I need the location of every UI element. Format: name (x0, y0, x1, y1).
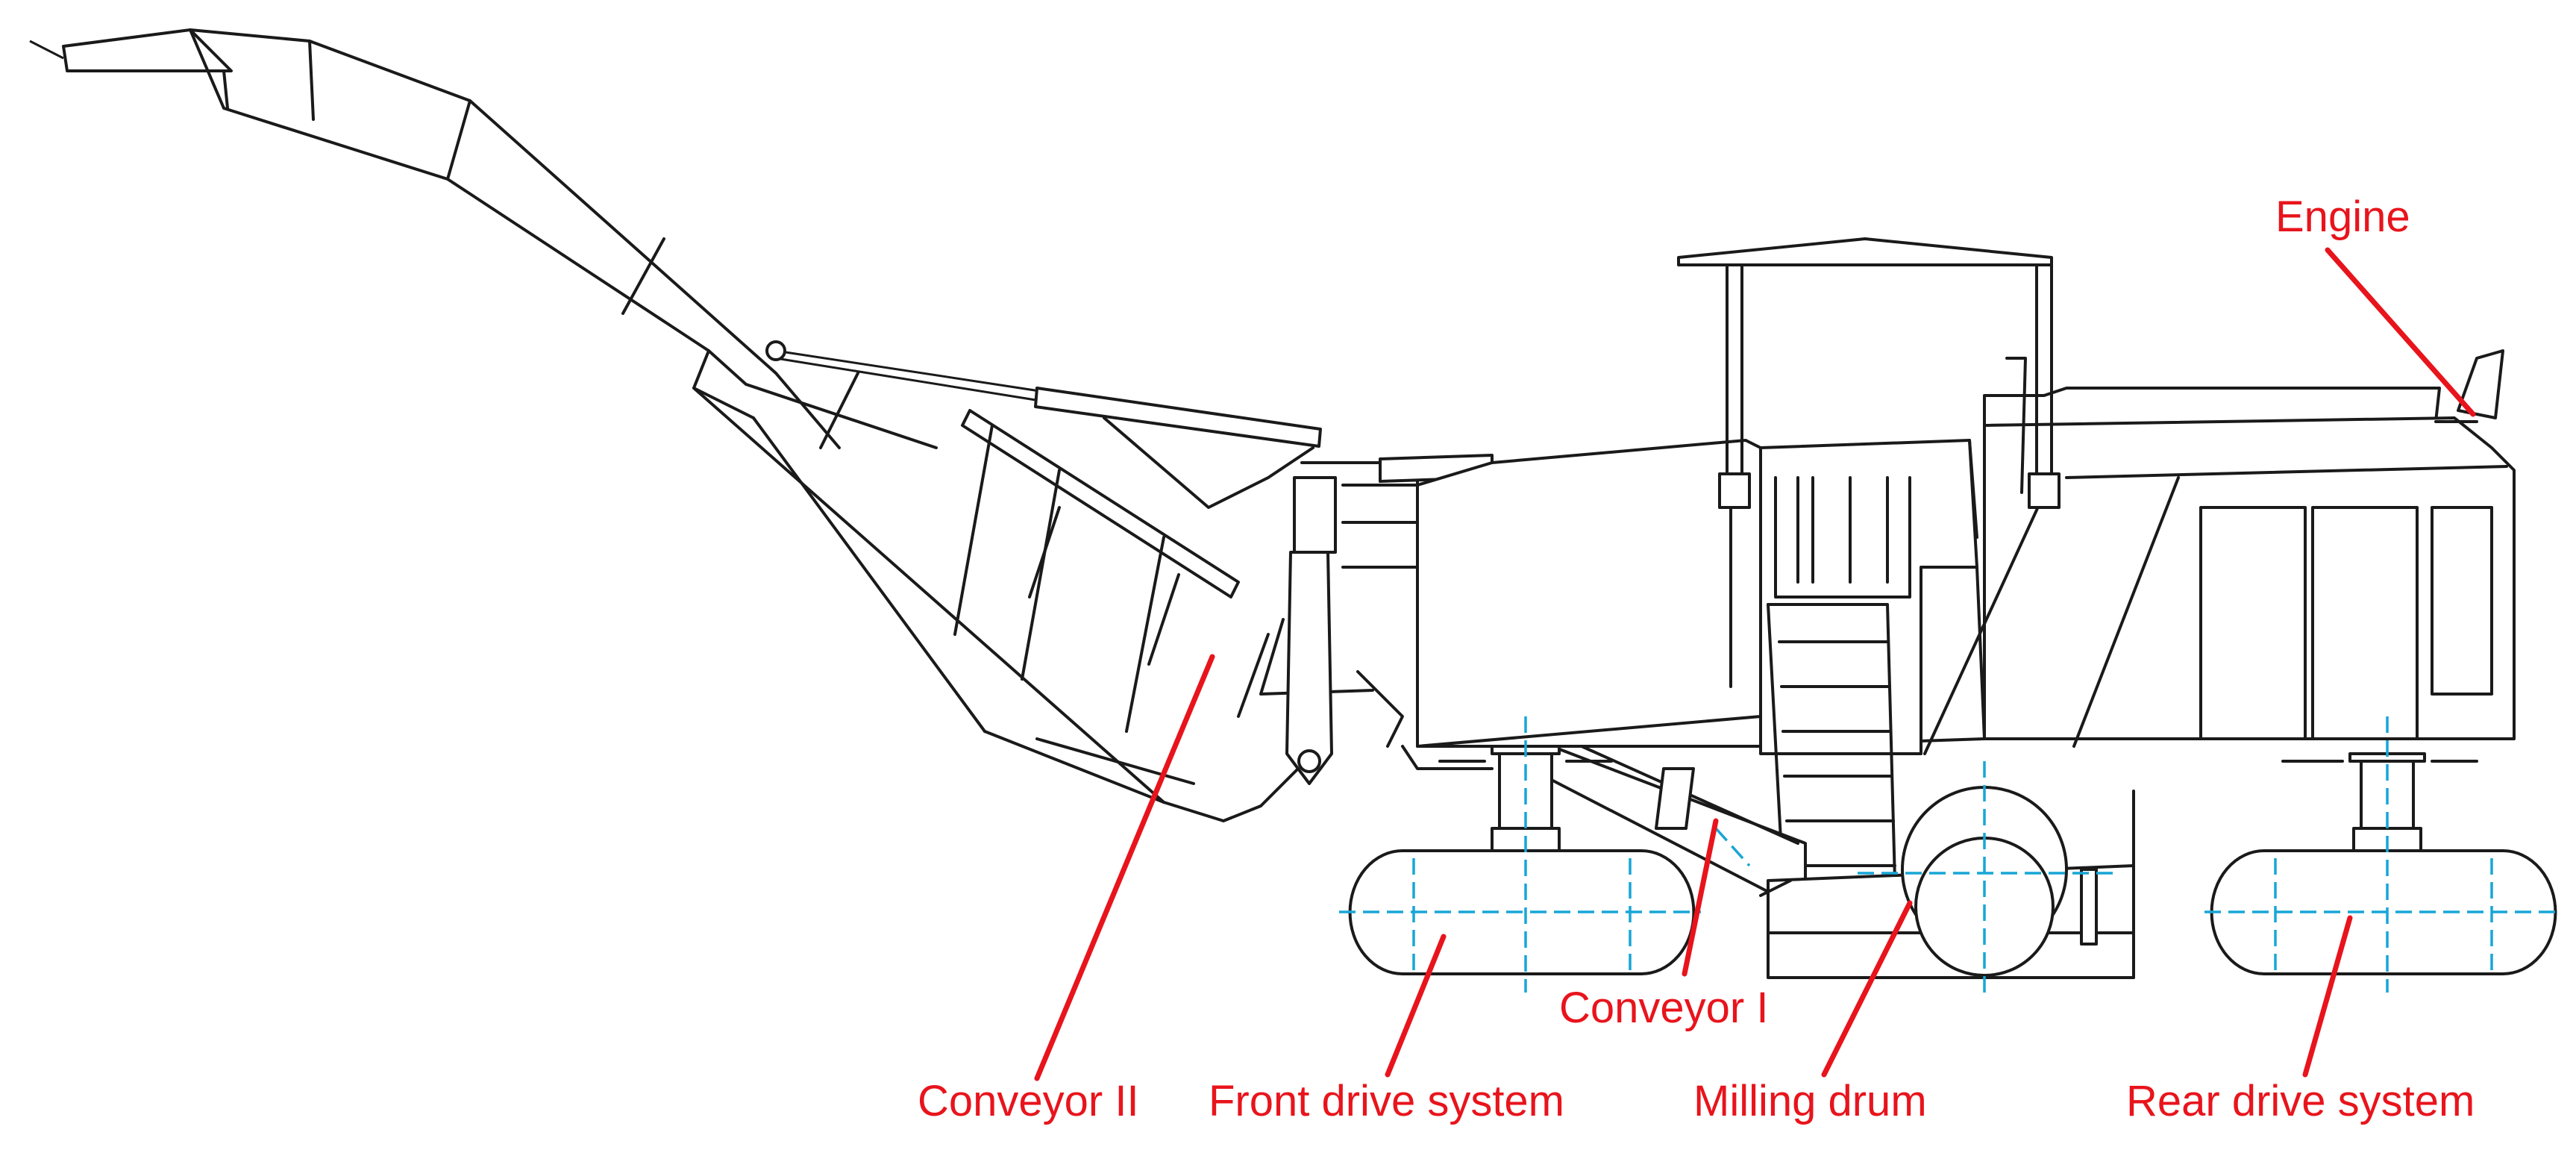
leader-rear-drive (2302, 915, 2353, 1078)
label-front-drive: Front drive system (1209, 1077, 1564, 1125)
rear-drive-system-drawing (2204, 716, 2559, 993)
label-rear-drive: Rear drive system (2126, 1077, 2475, 1125)
labels: Engine Conveyor II Front drive system Co… (918, 193, 2475, 1125)
label-conveyor-1: Conveyor I (1559, 984, 1768, 1032)
conveyor-2-drawing (29, 28, 1404, 822)
label-milling-drum: Milling drum (1693, 1077, 1927, 1125)
machine-body (1401, 349, 2516, 770)
lift-cylinder (1285, 454, 1494, 785)
leader-conveyor-1 (1682, 818, 1719, 977)
leader-engine (2325, 247, 2476, 417)
access-stairs (1767, 476, 1911, 882)
leader-conveyor-2 (1034, 654, 1215, 1081)
leader-lines (1034, 247, 2476, 1081)
front-drive-system-drawing (1339, 716, 1701, 993)
label-conveyor-2: Conveyor II (918, 1077, 1139, 1125)
milling-drum-drawing (1759, 761, 2135, 993)
leader-front-drive (1385, 934, 1447, 1078)
leader-milling-drum (1821, 900, 1913, 1078)
operator-canopy (1677, 237, 2061, 509)
label-engine: Engine (2275, 193, 2410, 241)
